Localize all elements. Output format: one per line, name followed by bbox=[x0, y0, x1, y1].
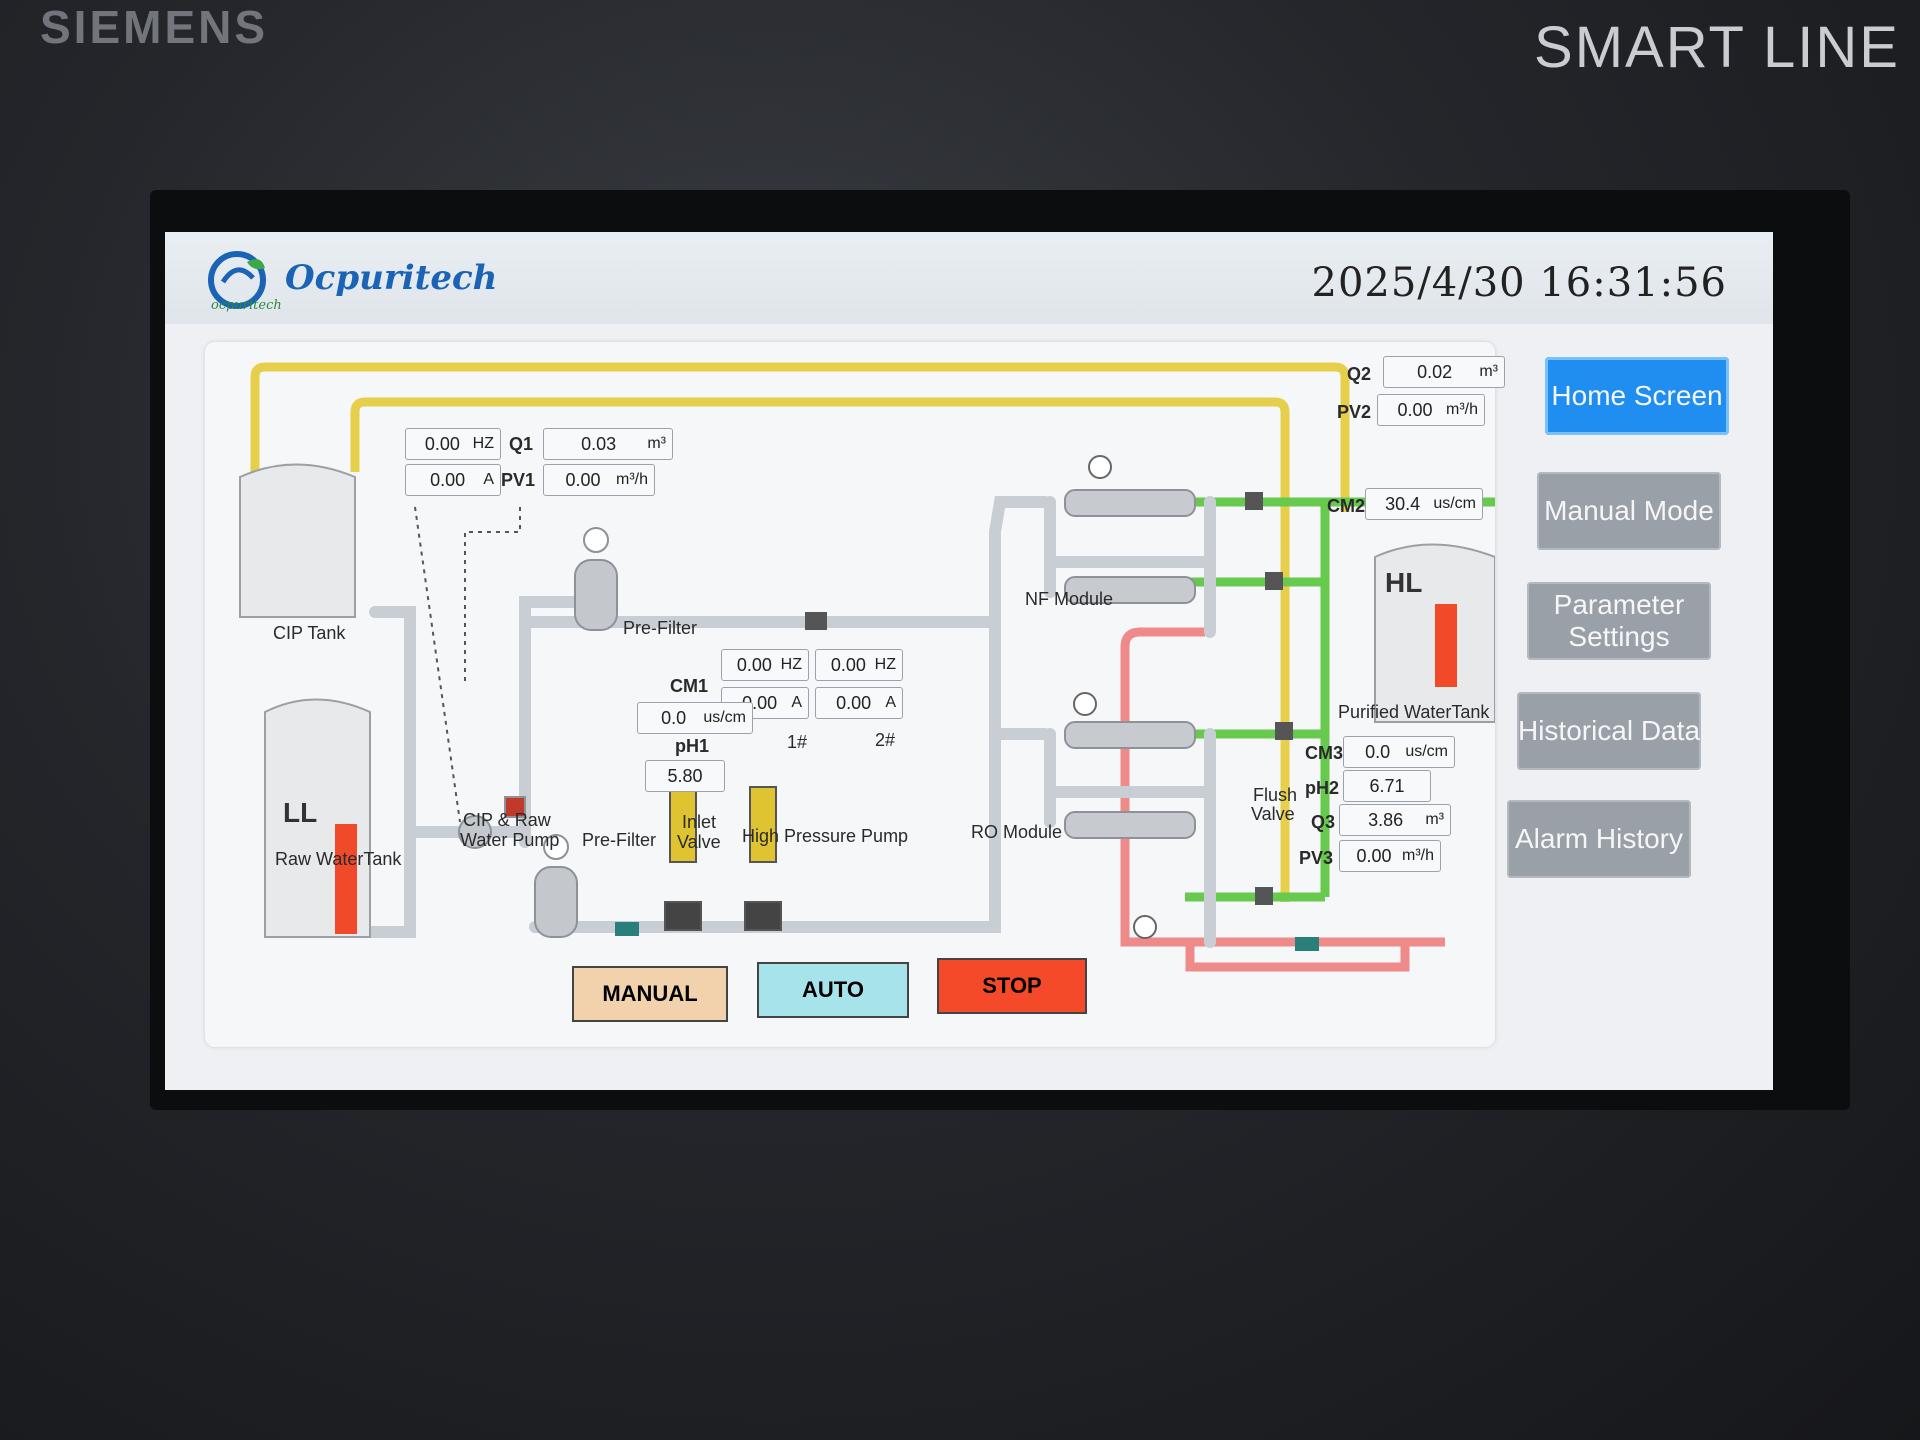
cip-tank bbox=[239, 463, 356, 618]
cm1-tag: CM1 bbox=[670, 676, 709, 696]
cm2-tag: CM2 bbox=[1327, 496, 1366, 516]
q3-tag: Q3 bbox=[1311, 812, 1336, 832]
cip-raw-pump bbox=[458, 796, 526, 849]
ro-module-label: RO Module bbox=[971, 822, 1063, 842]
nav-parameter-settings[interactable]: Parameter Settings bbox=[1527, 582, 1711, 660]
smart-line-brand: SMART LINE bbox=[1534, 15, 1900, 80]
pump-2-label: 2# bbox=[875, 730, 896, 750]
feed-pipe-cip bbox=[359, 606, 416, 938]
feed-pipe-trunk bbox=[989, 496, 1051, 628]
manual-button[interactable]: MANUAL bbox=[572, 966, 728, 1022]
concentrate-pipe bbox=[1120, 627, 1445, 947]
cip-return-pipe-inner bbox=[350, 397, 1290, 902]
cip-pump-label-1: CIP & Raw bbox=[463, 810, 551, 830]
signal-line-flow bbox=[464, 507, 521, 682]
drain-pipe bbox=[1185, 942, 1410, 972]
ocpuritech-logo-icon bbox=[208, 251, 266, 309]
inlet-valve-label-2: Valve bbox=[677, 832, 721, 852]
raw-tank-level-bar bbox=[335, 824, 357, 934]
auto-button[interactable]: AUTO bbox=[757, 962, 909, 1018]
ro-manifold bbox=[1044, 728, 1216, 948]
pump-1-label: 1# bbox=[787, 732, 808, 752]
flush-valve-label-2: Valve bbox=[1251, 804, 1295, 824]
pressure-gauges bbox=[1073, 455, 1157, 939]
purified-tank-label: Purified WaterTank bbox=[1338, 702, 1490, 722]
signal-line-pump bbox=[414, 506, 461, 823]
flush-valve-label-1: Flush bbox=[1253, 785, 1298, 805]
prefilter-top bbox=[574, 527, 618, 631]
hmi-screen: Ocpuritech ocpuritech 2025/4/30 16:31:56 bbox=[165, 232, 1773, 1090]
high-pressure-pump-1 bbox=[664, 786, 702, 931]
pv3-tag: PV3 bbox=[1299, 848, 1334, 868]
process-panel: CIP Tank Raw WaterTank LL Purified Water… bbox=[205, 342, 1505, 1047]
q1-tag: Q1 bbox=[509, 434, 534, 454]
pv2-tag: PV2 bbox=[1337, 402, 1372, 422]
purified-tank-level-bar bbox=[1435, 604, 1457, 687]
nf-module-label: NF Module bbox=[1025, 589, 1114, 609]
ro-membranes bbox=[1064, 721, 1196, 839]
nav-alarm-history[interactable]: Alarm History bbox=[1507, 800, 1691, 878]
stop-button[interactable]: STOP bbox=[937, 958, 1087, 1014]
prefilter-bottom-label: Pre-Filter bbox=[582, 830, 657, 850]
prefilter-top-label: Pre-Filter bbox=[623, 618, 698, 638]
prefilter-bottom bbox=[534, 834, 578, 938]
process-diagram bbox=[239, 362, 1495, 972]
cip-return-pipe-outer bbox=[250, 362, 1350, 512]
logo-text: Ocpuritech bbox=[285, 258, 498, 298]
nav-manual-mode[interactable]: Manual Mode bbox=[1537, 472, 1721, 550]
high-pressure-pump-2 bbox=[744, 786, 782, 931]
ph1-tag: pH1 bbox=[675, 736, 710, 756]
feed-pipe-prefilter-riser bbox=[519, 596, 581, 848]
purified-tank-level-label: HL bbox=[1385, 567, 1423, 598]
header-bar: Ocpuritech ocpuritech 2025/4/30 16:31:56 bbox=[165, 232, 1773, 324]
raw-tank-level-label: LL bbox=[283, 797, 318, 828]
siemens-brand: SIEMENS bbox=[40, 1, 269, 53]
nav-home-screen[interactable]: Home Screen bbox=[1545, 357, 1729, 435]
cip-tank-label: CIP Tank bbox=[273, 623, 346, 643]
cm3-tag: CM3 bbox=[1305, 743, 1344, 763]
q2-tag: Q2 bbox=[1347, 364, 1372, 384]
nf-manifold bbox=[1044, 496, 1216, 638]
ph2-tag: pH2 bbox=[1305, 778, 1340, 798]
pv1-tag: PV1 bbox=[501, 470, 536, 490]
inlet-valve-label-1: Inlet bbox=[682, 812, 717, 832]
ph2-value: 6.71 bbox=[1343, 770, 1431, 802]
nav-historical-data[interactable]: Historical Data bbox=[1517, 692, 1701, 770]
nf-membranes bbox=[1064, 489, 1196, 604]
logo-subtext: ocpuritech bbox=[211, 298, 282, 313]
raw-tank-label: Raw WaterTank bbox=[275, 849, 402, 869]
ph1-value: 5.80 bbox=[645, 760, 725, 792]
datetime-display: 2025/4/30 16:31:56 bbox=[1311, 260, 1727, 306]
cip-pump-label-2: Water Pump bbox=[460, 830, 560, 850]
hp-pump-label: High Pressure Pump bbox=[742, 826, 909, 846]
